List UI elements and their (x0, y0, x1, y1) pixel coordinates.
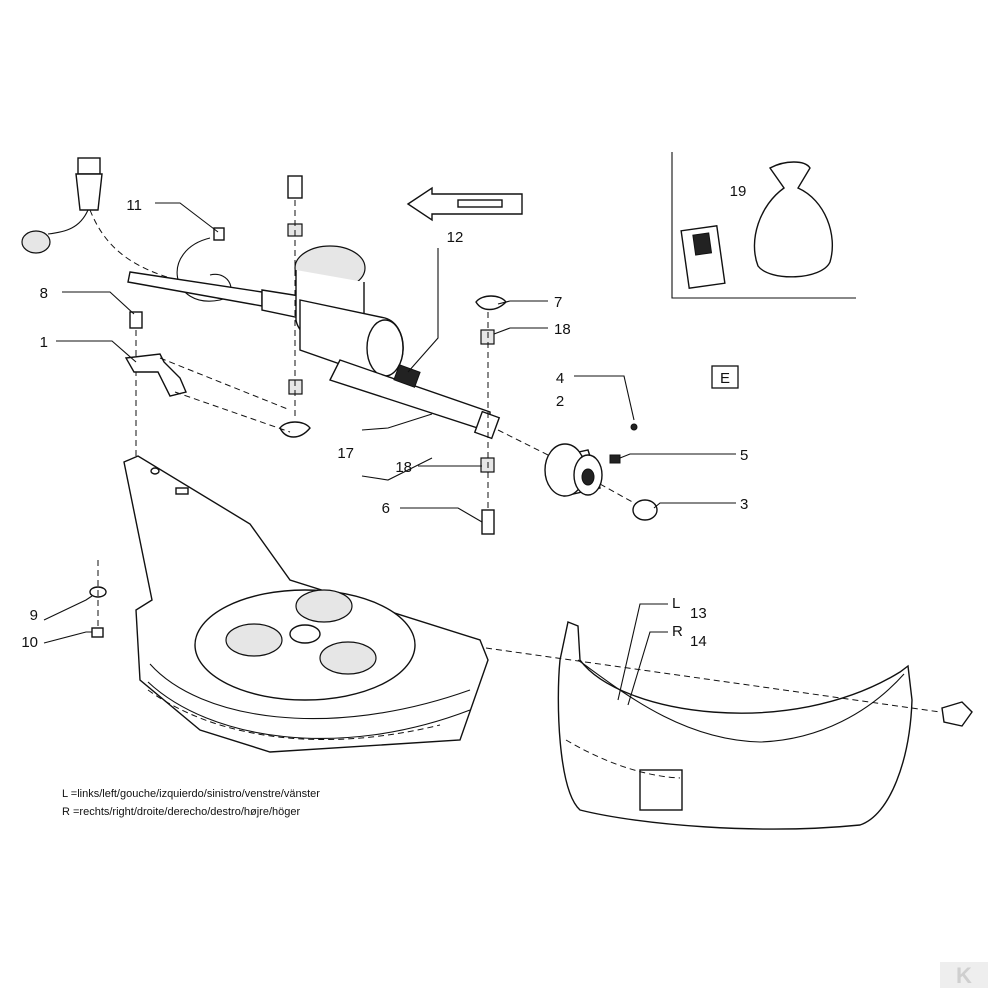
callout-11: 11 (126, 197, 142, 214)
bag-icon (753, 161, 834, 278)
roller-assembly (497, 423, 658, 521)
callout-10: 10 (21, 634, 38, 651)
callout-17: 17 (337, 445, 354, 462)
view-label-text: E (720, 370, 730, 387)
watermark-logo-text: K (956, 963, 972, 988)
accessory-inset (671, 152, 856, 299)
callout-8: 8 (40, 285, 48, 302)
callout-9: 9 (30, 607, 38, 624)
cable-clamp (176, 227, 232, 302)
side-mark-left: L (672, 595, 680, 612)
callout-5: 5 (740, 447, 748, 464)
guard-plate (123, 455, 489, 753)
callout-12: 12 (447, 229, 464, 246)
bracket (124, 353, 291, 433)
direction-arrow (406, 186, 523, 222)
callout-2: 2 (556, 393, 564, 410)
legend-right: R =rechts/right/droite/derecho/destro/hø… (62, 806, 300, 818)
callout-13: 13 (690, 605, 707, 622)
guard-cover (485, 621, 973, 830)
fasteners (89, 175, 507, 638)
callout-14: 14 (690, 633, 707, 650)
callout-3: 3 (740, 496, 748, 513)
callout-4: 4 (556, 370, 564, 387)
manual-document-icon (680, 224, 726, 290)
drive-unit (127, 245, 501, 440)
view-label: E (711, 365, 739, 389)
callout-19: 19 (730, 183, 747, 200)
callout-18-lower: 18 (395, 459, 412, 476)
callout-6: 6 (382, 500, 390, 517)
leader-lines (43, 202, 736, 706)
plug-cap-icon (21, 230, 51, 254)
legend-left: L =links/left/gouche/izquierdo/sinistro/… (62, 788, 320, 800)
side-mark-right: R (672, 623, 683, 640)
callout-18-upper: 18 (554, 321, 571, 338)
watermark-logo: K (940, 962, 988, 988)
callout-1: 1 (40, 334, 48, 351)
callout-7: 7 (554, 294, 562, 311)
